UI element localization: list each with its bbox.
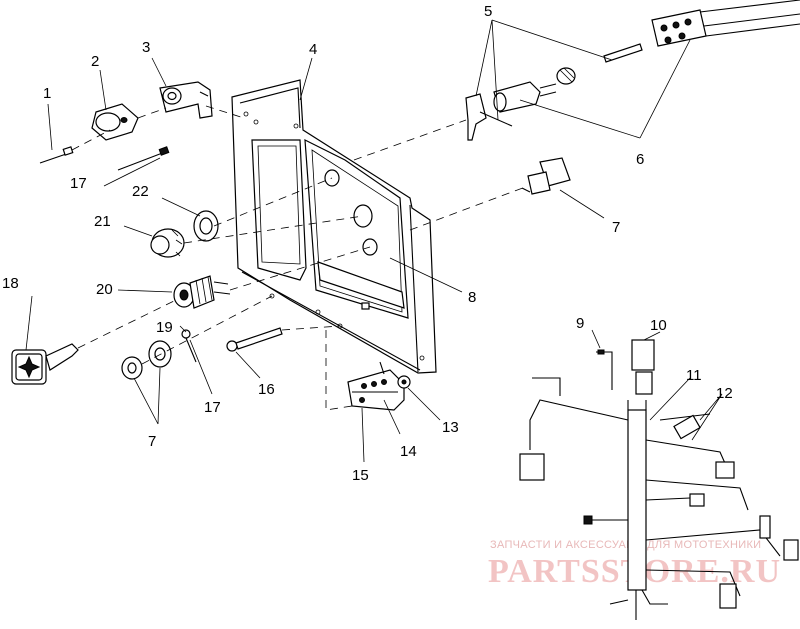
part-20-ignition-switch	[173, 275, 231, 309]
callout-16: 16	[258, 381, 275, 398]
part-17-screw-upper	[117, 146, 170, 171]
callout-1: 1	[43, 85, 51, 102]
callout-13: 13	[442, 419, 459, 436]
callouts: 1 2 3 4 5 6 7 8 9 10 11 12 13 14 15 16 1…	[2, 3, 733, 484]
callout-21: 21	[94, 213, 111, 230]
part-13-screw	[397, 375, 411, 389]
callout-18: 18	[2, 275, 19, 292]
callout-2: 2	[91, 53, 99, 70]
callout-6: 6	[636, 151, 644, 168]
part-2-housing	[91, 103, 139, 141]
callout-9: 9	[576, 315, 584, 332]
callout-10: 10	[650, 317, 667, 334]
callout-7-lower: 7	[148, 433, 156, 450]
part-3-bracket	[159, 81, 213, 119]
part-16-bolt	[226, 327, 283, 352]
part-7-nut-washer	[121, 340, 172, 380]
callout-12: 12	[716, 385, 733, 402]
callout-19: 19	[156, 319, 173, 336]
leader-lines	[25, 19, 723, 463]
callout-14: 14	[400, 443, 417, 460]
callout-7-upper: 7	[612, 219, 620, 236]
part-18-key	[11, 343, 79, 385]
watermark-tagline: ЗАПЧАСТИ И АКСЕССУАРЫ ДЛЯ МОТОТЕХНИКИ	[490, 539, 761, 551]
callout-17-upper: 17	[70, 175, 87, 192]
part-22-washer	[193, 210, 219, 242]
callout-3: 3	[142, 39, 150, 56]
part-14-terminal-block	[347, 361, 405, 411]
part-21-nut	[150, 228, 185, 258]
part-6-switch-assembly	[465, 67, 576, 141]
wiring-harness	[519, 339, 799, 620]
dash-panel	[231, 79, 437, 374]
callout-8: 8	[468, 289, 476, 306]
part-1-pin	[39, 146, 74, 164]
part-6-connector	[651, 0, 800, 47]
callout-4: 4	[309, 41, 317, 58]
part-7-toggle-switch	[521, 157, 571, 195]
callout-20: 20	[96, 281, 113, 298]
part-19-screw	[181, 329, 197, 363]
callout-17-lower: 17	[204, 399, 221, 416]
part-5-pin	[603, 43, 643, 63]
callout-15: 15	[352, 467, 369, 484]
callout-22: 22	[132, 183, 149, 200]
callout-5: 5	[484, 3, 492, 20]
callout-11: 11	[686, 367, 702, 384]
